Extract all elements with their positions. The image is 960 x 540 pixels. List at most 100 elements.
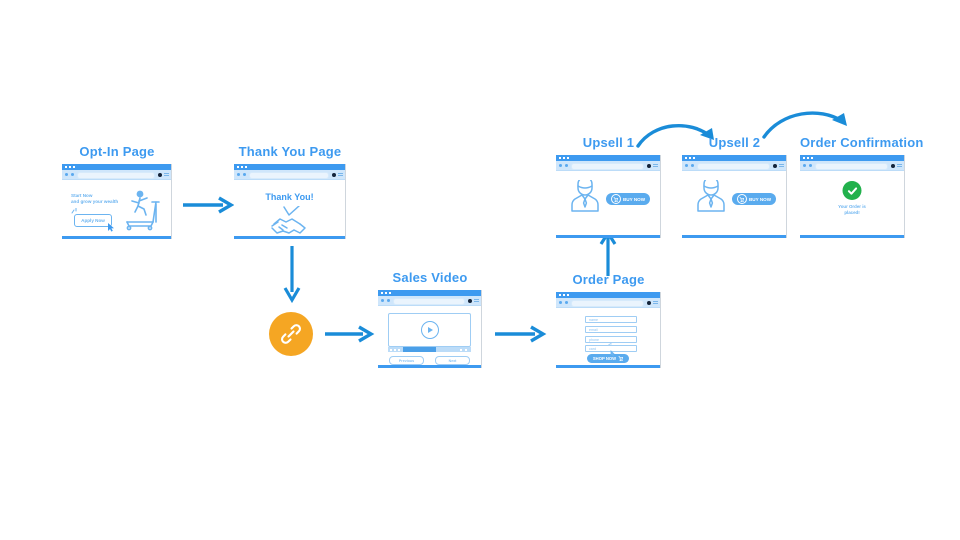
menu-icon[interactable] bbox=[338, 172, 343, 177]
browser-tab-bar bbox=[234, 164, 345, 170]
back-icon[interactable] bbox=[685, 164, 688, 167]
forward-icon[interactable] bbox=[565, 301, 568, 304]
back-icon[interactable] bbox=[381, 299, 384, 302]
forward-icon[interactable] bbox=[691, 164, 694, 167]
window-accent-underline bbox=[556, 365, 660, 368]
forward-icon[interactable] bbox=[387, 299, 390, 302]
play-button-icon[interactable] bbox=[420, 321, 439, 339]
buy-now-label: BUY NOW bbox=[748, 196, 772, 202]
thankyou-browser-window: Thank You! bbox=[234, 164, 346, 239]
browser-tab-bar bbox=[800, 155, 904, 161]
orderpage-browser-window: name email phone card SHOP NOW bbox=[556, 292, 661, 368]
url-input[interactable] bbox=[571, 163, 644, 170]
menu-icon[interactable] bbox=[653, 163, 658, 168]
menu-icon[interactable] bbox=[474, 298, 479, 303]
connector-link-to-salesvideo bbox=[325, 325, 375, 343]
browser-address-bar[interactable] bbox=[556, 298, 660, 308]
previous-button[interactable]: Previous bbox=[389, 356, 424, 365]
profile-icon[interactable] bbox=[332, 172, 336, 177]
menu-icon[interactable] bbox=[897, 163, 902, 168]
back-icon[interactable] bbox=[559, 164, 562, 167]
browser-address-bar[interactable] bbox=[800, 161, 904, 171]
forward-icon[interactable] bbox=[243, 173, 246, 176]
profile-icon[interactable] bbox=[891, 163, 895, 168]
tab-dot bbox=[559, 157, 561, 159]
buy-now-button[interactable]: BUY NOW bbox=[732, 193, 776, 205]
tab-dot bbox=[803, 157, 805, 159]
apply-now-button[interactable]: Apply Now bbox=[74, 214, 112, 227]
businessman-avatar-icon bbox=[697, 180, 725, 212]
video-player-frame[interactable] bbox=[388, 313, 471, 347]
click-spark-icon bbox=[608, 342, 612, 346]
scrub-tick bbox=[465, 348, 467, 351]
url-input[interactable] bbox=[77, 172, 155, 179]
optin-headline-line1: Start Now bbox=[71, 193, 93, 198]
url-input[interactable] bbox=[249, 172, 329, 179]
upsell-2-title: Upsell 2 bbox=[708, 135, 761, 150]
upsell2-browser-window: BUY NOW bbox=[682, 155, 787, 238]
profile-icon[interactable] bbox=[647, 300, 651, 305]
browser-tab-bar bbox=[62, 164, 171, 170]
browser-address-bar[interactable] bbox=[378, 296, 481, 306]
browser-address-bar[interactable] bbox=[682, 161, 786, 171]
menu-icon[interactable] bbox=[779, 163, 784, 168]
profile-icon[interactable] bbox=[468, 298, 472, 303]
forward-icon[interactable] bbox=[809, 164, 812, 167]
confirmation-viewport: Your Order is placed! bbox=[800, 171, 904, 236]
node-sales-video: Sales Video bbox=[378, 271, 482, 368]
video-progress-fill bbox=[402, 347, 437, 352]
thank-you-page-title: Thank You Page bbox=[238, 144, 342, 159]
node-order-page: Order Page name email phone card SHOP bbox=[556, 273, 661, 368]
menu-icon[interactable] bbox=[164, 172, 169, 177]
url-input[interactable] bbox=[393, 298, 465, 305]
order-field-email[interactable]: email bbox=[585, 326, 637, 333]
connector-optin-to-thankyou bbox=[183, 196, 235, 214]
link-badge[interactable] bbox=[269, 312, 313, 356]
tab-dot bbox=[65, 166, 67, 168]
buy-now-label: BUY NOW bbox=[622, 196, 646, 202]
order-field-name[interactable]: name bbox=[585, 316, 637, 323]
businessman-avatar-icon bbox=[571, 180, 599, 212]
window-accent-underline bbox=[682, 235, 786, 238]
url-input[interactable] bbox=[815, 163, 888, 170]
window-accent-underline bbox=[800, 235, 904, 238]
back-icon[interactable] bbox=[237, 173, 240, 176]
browser-address-bar[interactable] bbox=[556, 161, 660, 171]
window-accent-underline bbox=[556, 235, 660, 238]
optin-page-title: Opt-In Page bbox=[79, 144, 155, 159]
url-input[interactable] bbox=[697, 163, 770, 170]
tab-dot bbox=[381, 292, 383, 294]
tab-dot bbox=[567, 157, 569, 159]
tab-dot bbox=[385, 292, 387, 294]
video-progress-bar[interactable] bbox=[388, 347, 471, 352]
shop-now-button[interactable]: SHOP NOW bbox=[587, 354, 629, 363]
menu-icon[interactable] bbox=[653, 300, 658, 305]
connector-upsell1-to-upsell2 bbox=[636, 123, 714, 148]
scrub-tick bbox=[460, 348, 462, 351]
optin-browser-window: Start Now and grow your wealth Apply Now bbox=[62, 164, 172, 239]
cart-icon bbox=[736, 194, 747, 204]
url-input[interactable] bbox=[571, 300, 644, 307]
forward-icon[interactable] bbox=[565, 164, 568, 167]
next-button[interactable]: Next bbox=[435, 356, 470, 365]
buy-now-button[interactable]: BUY NOW bbox=[606, 193, 650, 205]
green-check-circle-icon bbox=[842, 181, 862, 200]
back-icon[interactable] bbox=[65, 173, 68, 176]
back-icon[interactable] bbox=[559, 301, 562, 304]
confirmation-message: Your Order is placed! bbox=[800, 204, 904, 216]
profile-icon[interactable] bbox=[158, 172, 162, 177]
tab-dot bbox=[563, 294, 565, 296]
browser-tab-bar bbox=[556, 292, 660, 298]
browser-address-bar[interactable] bbox=[62, 170, 171, 180]
connector-upsell2-to-confirmation bbox=[762, 111, 847, 139]
profile-icon[interactable] bbox=[773, 163, 777, 168]
forward-icon[interactable] bbox=[71, 173, 74, 176]
connector-salesvideo-to-orderpage bbox=[495, 325, 547, 343]
treadmill-runner-icon bbox=[126, 190, 160, 231]
tab-dot bbox=[559, 294, 561, 296]
profile-icon[interactable] bbox=[647, 163, 651, 168]
node-order-confirmation: Order Confirmation bbox=[800, 136, 923, 238]
browser-tab-bar bbox=[682, 155, 786, 161]
browser-address-bar[interactable] bbox=[234, 170, 345, 180]
back-icon[interactable] bbox=[803, 164, 806, 167]
